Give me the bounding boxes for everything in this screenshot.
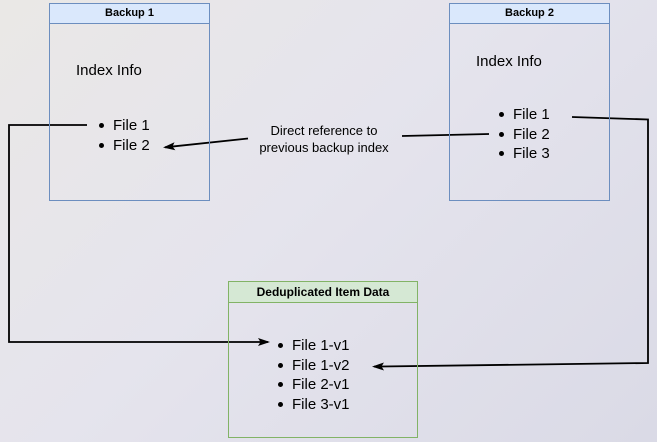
file-label: File 2 bbox=[513, 125, 550, 143]
list-item: File 1-v1 bbox=[278, 336, 350, 356]
list-item: File 1-v2 bbox=[278, 356, 350, 376]
bullet-icon bbox=[499, 112, 504, 118]
file-label: File 1-v1 bbox=[292, 337, 350, 355]
annotation-line1: Direct reference to bbox=[270, 123, 378, 138]
backup2-title: Backup 2 bbox=[450, 4, 609, 24]
list-item: File 2-v1 bbox=[278, 375, 350, 395]
bullet-icon bbox=[278, 343, 283, 349]
list-item: File 1 bbox=[99, 116, 150, 136]
list-item: File 1 bbox=[499, 105, 550, 125]
file-label: File 3 bbox=[513, 145, 550, 163]
list-item: File 2 bbox=[499, 125, 550, 145]
backup1-subtitle: Index Info bbox=[76, 62, 142, 79]
backup1-title: Backup 1 bbox=[50, 4, 209, 24]
dedup-title: Deduplicated Item Data bbox=[229, 282, 417, 303]
bullet-icon bbox=[278, 382, 283, 388]
backup2-file-list: File 1 File 2 File 3 bbox=[499, 105, 550, 164]
backup2-box: Backup 2 Index Info File 1 File 2 File 3 bbox=[449, 3, 610, 201]
file-label: File 1 bbox=[513, 106, 550, 124]
bullet-icon bbox=[499, 131, 504, 137]
annotation-line2: previous backup index bbox=[259, 140, 389, 155]
list-item: File 3 bbox=[499, 144, 550, 164]
dedup-box: Deduplicated Item Data File 1-v1 File 1-… bbox=[228, 281, 418, 438]
file-label: File 2-v1 bbox=[292, 376, 350, 394]
backup1-file-list: File 1 File 2 bbox=[99, 116, 150, 155]
backup1-box: Backup 1 Index Info File 1 File 2 bbox=[49, 3, 210, 201]
reference-annotation: Direct reference to previous backup inde… bbox=[235, 122, 413, 156]
bullet-icon bbox=[99, 142, 104, 148]
list-item: File 3-v1 bbox=[278, 395, 350, 415]
file-label: File 2 bbox=[113, 136, 150, 154]
list-item: File 2 bbox=[99, 136, 150, 156]
dedup-file-list: File 1-v1 File 1-v2 File 2-v1 File 3-v1 bbox=[278, 336, 350, 414]
file-label: File 1 bbox=[113, 117, 150, 135]
file-label: File 1-v2 bbox=[292, 356, 350, 374]
bullet-icon bbox=[278, 362, 283, 368]
file-label: File 3-v1 bbox=[292, 395, 350, 413]
backup2-subtitle: Index Info bbox=[476, 53, 542, 70]
bullet-icon bbox=[278, 401, 283, 407]
bullet-icon bbox=[499, 151, 504, 157]
bullet-icon bbox=[99, 123, 104, 129]
